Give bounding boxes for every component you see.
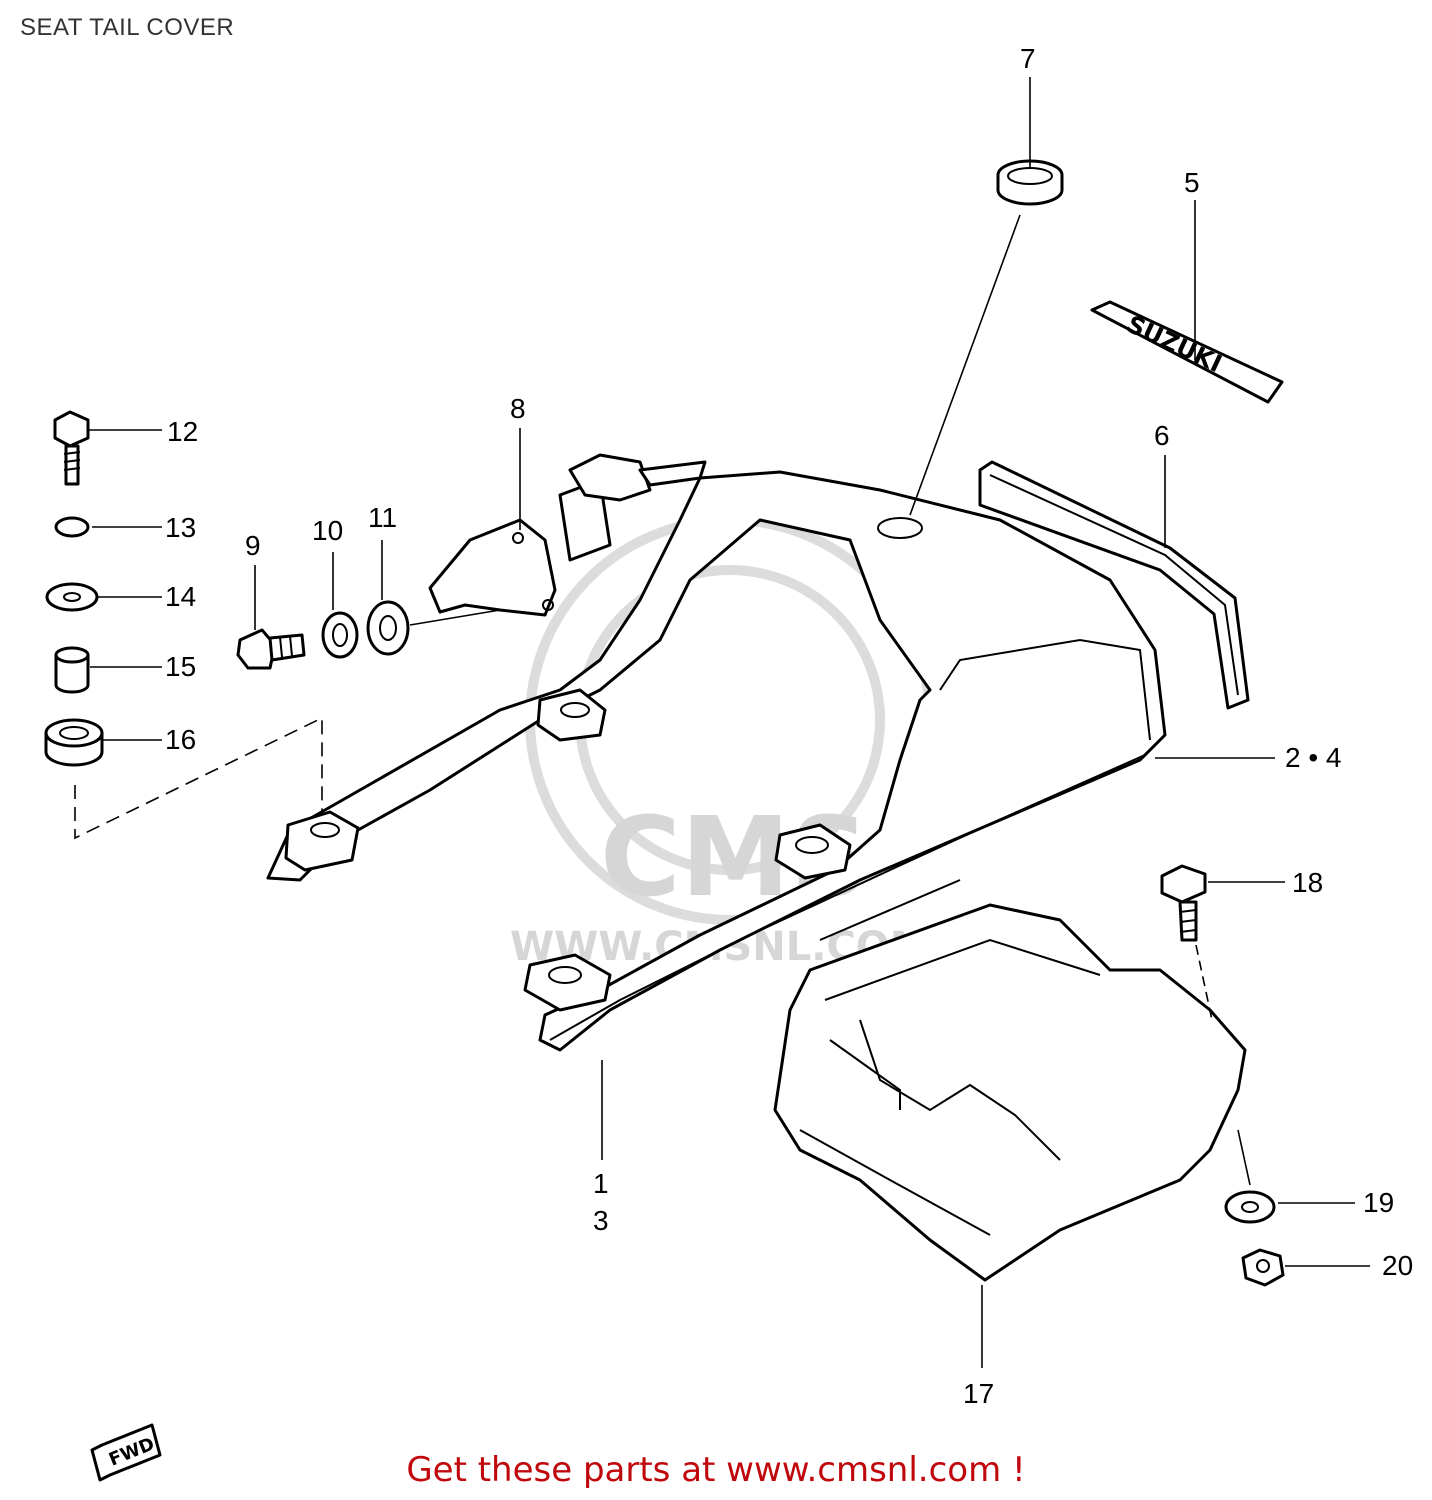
label-7: 7 <box>1020 43 1036 74</box>
label-18: 18 <box>1292 867 1323 898</box>
footer: Get these parts at www.cmsnl.com ! <box>0 1450 1432 1490</box>
label-1: 1 <box>593 1168 609 1199</box>
part-11-washer <box>366 600 410 656</box>
part-17-rear-cover <box>773 903 1247 1282</box>
label-5: 5 <box>1184 167 1200 198</box>
label-15: 15 <box>165 651 196 682</box>
callout-labels: 7 5 6 2 • 4 1 3 17 8 9 10 11 12 13 14 15… <box>165 43 1413 1409</box>
label-19: 19 <box>1363 1187 1394 1218</box>
label-14: 14 <box>165 581 196 612</box>
part-20-nut <box>1241 1248 1285 1287</box>
part-8-seat-lock <box>428 453 707 617</box>
label-2-4: 2 • 4 <box>1285 742 1342 773</box>
part-5-emblem: SUZUKI <box>1090 300 1284 404</box>
label-3: 3 <box>593 1205 609 1236</box>
part-14-hole <box>63 592 81 602</box>
label-11: 11 <box>368 502 397 533</box>
label-13: 13 <box>165 512 196 543</box>
part-12-screw <box>53 410 90 486</box>
label-16: 16 <box>165 724 196 755</box>
part-13-nut <box>54 516 90 538</box>
part-2-4-tail-cover <box>266 470 1167 1052</box>
label-8: 8 <box>510 393 526 424</box>
label-20: 20 <box>1382 1250 1413 1281</box>
part-10-hole <box>332 623 348 647</box>
part-19-hole <box>1241 1201 1259 1213</box>
part-11-hole <box>379 615 397 641</box>
page-title: SEAT TAIL COVER <box>20 14 235 41</box>
part-10-spring-washer <box>321 611 359 659</box>
label-17: 17 <box>963 1378 994 1409</box>
part-14-washer <box>45 582 99 612</box>
part-6-seal-strip <box>978 460 1250 710</box>
label-12: 12 <box>167 416 198 447</box>
part-16-cushion <box>44 718 104 767</box>
part-9-bolt <box>236 628 306 670</box>
part-19-washer <box>1224 1190 1276 1224</box>
emblem-text: SUZUKI <box>1122 310 1226 378</box>
label-6: 6 <box>1154 420 1170 451</box>
label-9: 9 <box>245 530 261 561</box>
part-18-bolt <box>1160 864 1207 942</box>
leader-lines <box>74 77 1370 1368</box>
cmsnl-link[interactable]: Get these parts at www.cmsnl.com ! <box>406 1450 1026 1490</box>
part-15-spacer <box>54 646 90 694</box>
label-10: 10 <box>312 515 343 546</box>
